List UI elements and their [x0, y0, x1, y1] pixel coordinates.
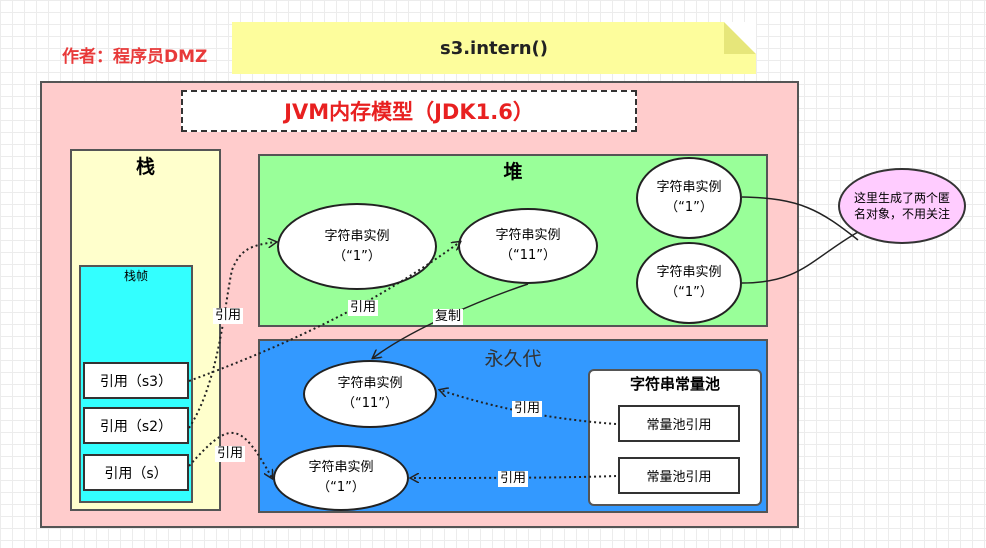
code-note-text: s3.intern() — [439, 37, 549, 59]
stack-ref-s2: 引用（s2） — [83, 407, 189, 444]
heap-anonymous-instance-1: 字符串实例 （“1”） — [636, 157, 742, 239]
string-pool-title: 字符串常量池 — [629, 375, 720, 393]
instance-label: 字符串实例 — [495, 228, 561, 243]
instance-label: 字符串实例 — [308, 460, 374, 475]
permgen-string-instance-1: 字符串实例 （“1”） — [273, 445, 409, 511]
stack-ref-s3: 引用（s3） — [83, 362, 189, 399]
diagram-title: JVM内存模型（JDK1.6） — [181, 90, 637, 132]
instance-value: （“1”） — [333, 248, 381, 264]
edge-label-ref: 引用 — [215, 446, 246, 462]
stack-frame-title: 栈帧 — [123, 269, 148, 283]
instance-label: 字符串实例 — [324, 228, 390, 244]
edge-label-pool-ref: 引用 — [498, 471, 529, 487]
stack-ref-s: 引用（s） — [83, 454, 189, 491]
instance-value: （“11”） — [341, 396, 398, 411]
pool-ref-11: 常量池引用 — [618, 405, 740, 442]
heap-anonymous-instance-2: 字符串实例 （“1”） — [636, 242, 742, 324]
edge-pool-ref-to-perm-1 — [411, 476, 617, 478]
pool-ref-1: 常量池引用 — [618, 457, 740, 494]
instance-value: （“11”） — [499, 248, 556, 263]
instance-value: （“1”） — [665, 200, 713, 215]
edge-label-ref: 引用 — [348, 300, 379, 316]
edge-label-ref: 引用 — [213, 308, 244, 324]
permgen-title: 永久代 — [484, 348, 542, 370]
edge-label-copy: 复制 — [433, 309, 464, 325]
instance-label: 字符串实例 — [656, 180, 722, 195]
instance-label: 字符串实例 — [337, 376, 403, 391]
edge-bubble-to-anon-2 — [741, 231, 859, 284]
edge-bubble-to-anon-1 — [741, 196, 859, 241]
edge-s3-to-heap-11 — [188, 242, 460, 382]
author-label: 作者：程序员DMZ — [62, 47, 208, 67]
edge-pool-ref-to-perm-11 — [440, 390, 617, 425]
permgen-string-instance-11: 字符串实例 （“11”） — [303, 360, 437, 428]
instance-value: （“1”） — [317, 480, 365, 495]
instance-value: （“1”） — [665, 285, 713, 300]
code-note — [232, 22, 756, 74]
anonymous-objects-callout: 这里生成了两个匿名对象，不用关注 — [838, 168, 966, 244]
heap-title: 堆 — [503, 161, 523, 183]
instance-label: 字符串实例 — [656, 265, 722, 280]
edge-s2-to-heap-1 — [188, 242, 276, 429]
edge-label-pool-ref: 引用 — [512, 401, 543, 417]
stack-title: 栈 — [135, 156, 155, 178]
